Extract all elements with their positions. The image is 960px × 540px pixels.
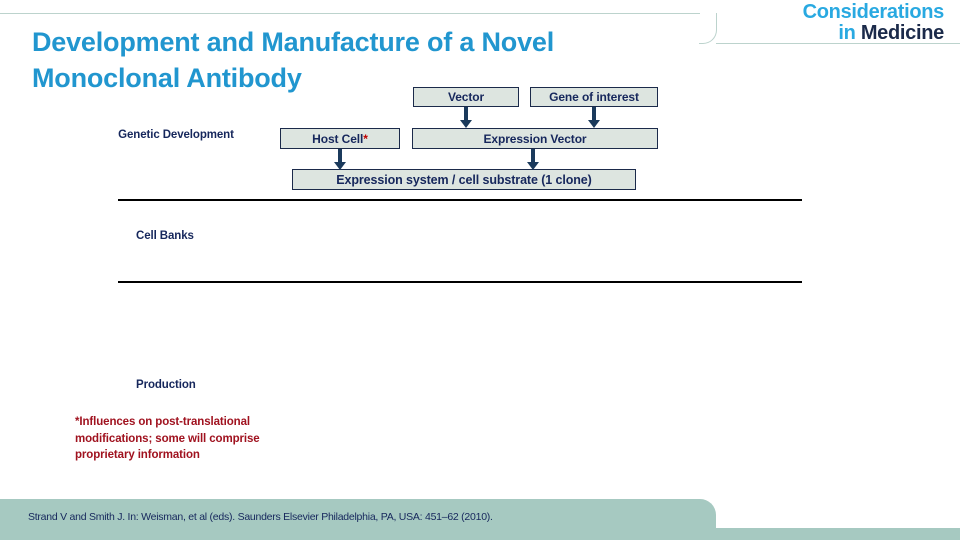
section-divider-upper: [118, 199, 802, 201]
arrow-shaft: [531, 149, 535, 163]
section-label-production: Production: [136, 379, 196, 391]
section-divider-lower: [118, 281, 802, 283]
arrow-down-icon-vector-to-expression-vector: [460, 107, 472, 128]
arrow-down-icon-expression-vector-to-expression-system: [527, 149, 539, 170]
page-title: Development and Manufacture of a Novel M…: [32, 27, 554, 93]
flow-box-host-cell-label: Host Cell: [312, 131, 364, 146]
header-rule-left-segment: [0, 13, 700, 14]
brand-logo: Considerations in Medicine: [802, 1, 945, 43]
footer-citation: Strand V and Smith J. In: Weisman, et al…: [28, 511, 493, 523]
brand-word-medicine: Medicine: [860, 22, 944, 44]
flow-box-host-cell: Host Cell*: [280, 128, 400, 149]
section-label-genetic-development: Genetic Development: [118, 129, 234, 141]
footnote-text: *Influences on post-translational modifi…: [75, 416, 260, 462]
arrow-shaft: [592, 107, 596, 121]
arrow-down-icon-gene-to-expression-vector: [588, 107, 600, 128]
brand-word-in: in: [838, 22, 856, 44]
flow-box-expression-system: Expression system / cell substrate (1 cl…: [292, 169, 636, 190]
arrow-down-icon-host-cell-to-expression-system: [334, 149, 346, 170]
arrow-head: [334, 162, 346, 170]
host-cell-footnote-marker: *: [363, 131, 368, 146]
arrow-head: [527, 162, 539, 170]
flow-box-expression-system-label: Expression system / cell substrate (1 cl…: [336, 172, 592, 187]
flow-box-gene-of-interest: Gene of interest: [530, 87, 658, 107]
flow-box-gene-of-interest-label: Gene of interest: [549, 90, 639, 104]
brand-line-in-medicine: in Medicine: [803, 23, 944, 43]
flow-box-vector-label: Vector: [447, 90, 485, 104]
arrow-shaft: [338, 149, 342, 163]
footer-band: [0, 499, 716, 540]
arrow-head: [588, 120, 600, 128]
flow-box-expression-vector-label: Expression Vector: [483, 131, 587, 146]
section-label-cell-banks: Cell Banks: [136, 230, 194, 242]
header-rule-corner: [699, 13, 717, 44]
arrow-head: [460, 120, 472, 128]
footer-band-extension: [700, 528, 960, 540]
flow-box-expression-vector: Expression Vector: [412, 128, 658, 149]
flow-box-vector: Vector: [413, 87, 519, 107]
arrow-shaft: [464, 107, 468, 121]
header-rule-right-segment: [716, 43, 960, 44]
brand-line-considerations: Considerations: [802, 1, 945, 23]
